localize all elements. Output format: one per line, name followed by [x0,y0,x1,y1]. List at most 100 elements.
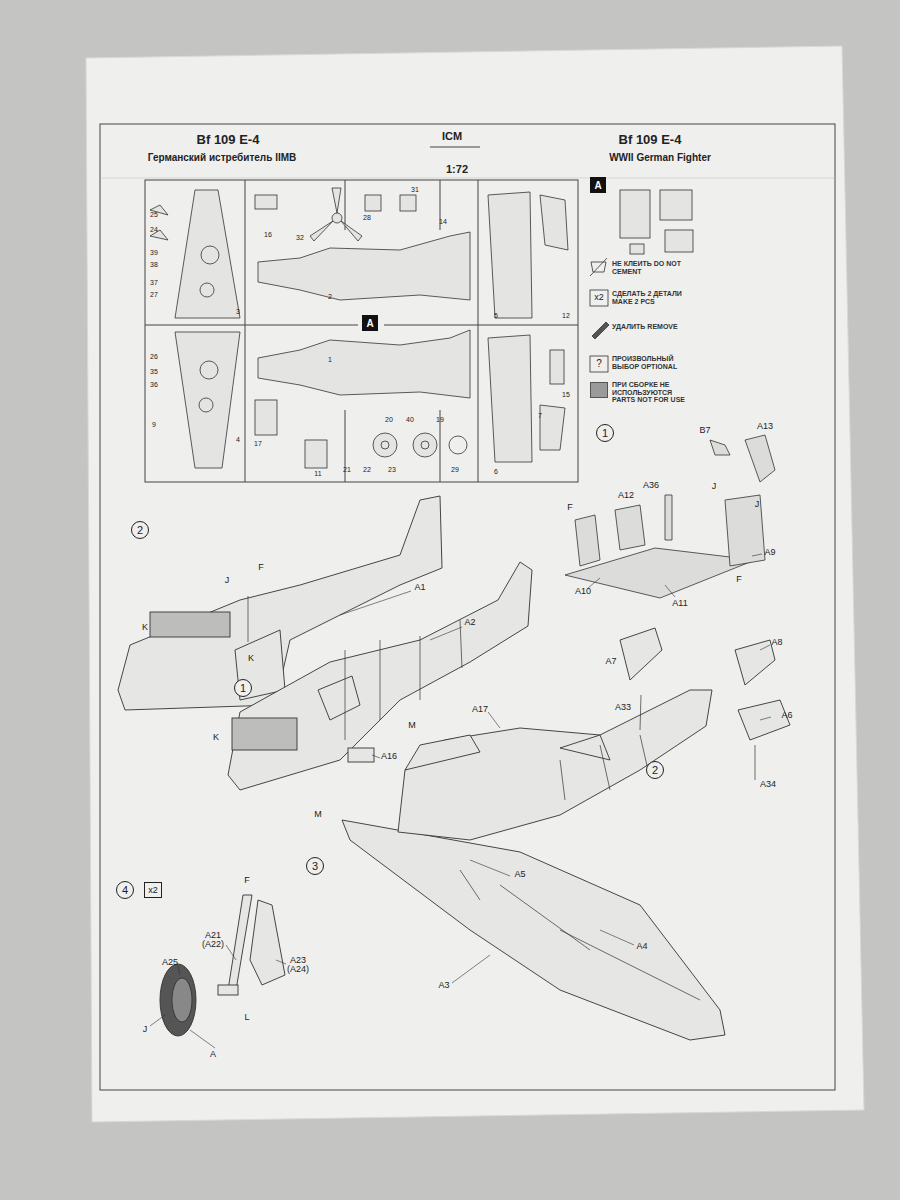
callout-label: A23 (A24) [284,956,312,975]
callout-label: A9 [764,548,775,557]
callout-label: A1 [414,583,425,592]
callout-label: 24 [150,226,158,233]
header-text: Германский истребитель IIMB [148,153,297,164]
callout-label: 23 [388,466,396,473]
callout-label: 9 [152,421,156,428]
callout-label: 27 [150,291,158,298]
callout-label: A34 [760,780,776,789]
callout-label: 32 [296,234,304,241]
callout-label: 26 [150,353,158,360]
callout-label: 17 [254,440,262,447]
callout-label: A36 [643,481,659,490]
header-text: 1:72 [446,164,468,176]
callout-label: F [567,503,573,512]
callout-label: 20 [385,416,393,423]
callout-label: A8 [771,638,782,647]
quantity-box: x2 [144,882,162,898]
callout-label: M [408,721,416,730]
callout-label: M [314,810,322,819]
callout-label: A3 [438,981,449,990]
node-text: 2 [137,524,143,536]
header-text: Bf 109 E-4 [197,133,260,147]
callout-label: 1 [328,356,332,363]
callout-label: F [258,563,264,572]
sprue-marker: A [590,177,606,193]
callout-label: J [712,482,717,491]
legend-text: НЕ КЛЕИТЬ DO NOT CEMENT [612,260,696,275]
callout-label: A33 [615,703,631,712]
callout-label: 31 [411,186,419,193]
callout-label: 16 [264,231,272,238]
legend-text: ПРИ СБОРКЕ НЕ ИСПОЛЬЗУЮТСЯ PARTS NOT FOR… [612,381,696,404]
node-text: 1 [602,427,608,439]
step-number: 3 [306,857,324,875]
callout-label: 39 [150,249,158,256]
callout-label: A11 [672,599,687,608]
callout-label: K [142,623,148,632]
node-text: 1 [240,682,246,694]
callout-label: 40 [406,416,414,423]
node-text: 3 [312,860,318,872]
callout-label: 29 [451,466,459,473]
legend-text: ПРОИЗВОЛЬНЫЙ ВЫБОР OPTIONAL [612,355,696,370]
callout-label: A10 [575,587,591,596]
step-number: 4 [116,881,134,899]
callout-label: 25 [150,211,158,218]
callout-label: A [210,1050,216,1059]
callout-label: A25 [162,958,178,967]
callout-label: 11 [314,470,321,477]
callout-label: A6 [781,711,792,720]
callout-label: 5 [494,312,498,319]
callout-label: 35 [150,368,158,375]
callout-label: 36 [150,381,158,388]
callout-label: 6 [494,468,498,475]
step-number: 1 [596,424,614,442]
callout-label: 12 [562,312,570,319]
callout-label: 38 [150,261,158,268]
sprue-marker: A [362,315,378,331]
callout-label: A2 [464,618,475,627]
step-number: 1 [234,679,252,697]
callout-label: A5 [514,870,525,879]
node-text: 4 [122,884,128,896]
legend-swatch [590,382,608,398]
callout-label: A4 [636,942,647,951]
legend-text: УДАЛИТЬ REMOVE [612,323,696,331]
step-number: 2 [131,521,149,539]
callout-label: K [213,733,219,742]
header-text: WWII German Fighter [609,153,711,164]
step-number: 2 [646,761,664,779]
callout-label: A21 (A22) [199,931,227,950]
header-text: ICM [442,131,462,143]
callout-label: J [755,500,760,509]
callout-label: K [248,654,254,663]
legend-text: СДЕЛАТЬ 2 ДЕТАЛИ MAKE 2 PCS [612,290,696,305]
callout-label: 28 [363,214,371,221]
node-text: A [594,180,601,191]
callout-label: 21 [343,466,351,473]
callout-label: J [225,576,230,585]
callout-label: B7 [699,426,710,435]
callout-label: L [244,1013,249,1022]
callout-label: A12 [618,491,634,500]
callout-label: 7 [538,412,542,419]
callout-label: ? [596,359,602,370]
callout-label: J [143,1025,148,1034]
node-text: A [366,318,373,329]
callout-label: A17 [472,705,488,714]
callout-label: 3 [236,308,240,315]
callout-label: A16 [381,752,397,761]
callout-label: 4 [236,436,240,443]
callout-label: 37 [150,279,158,286]
callout-label: 19 [436,416,444,423]
callout-label: A13 [757,422,773,431]
node-text: x2 [148,885,158,895]
callout-label: A7 [605,657,616,666]
callout-label: F [736,575,742,584]
node-text: 2 [652,764,658,776]
header-text: Bf 109 E-4 [619,133,682,147]
callout-label: F [244,876,250,885]
callout-label: 14 [439,218,447,225]
